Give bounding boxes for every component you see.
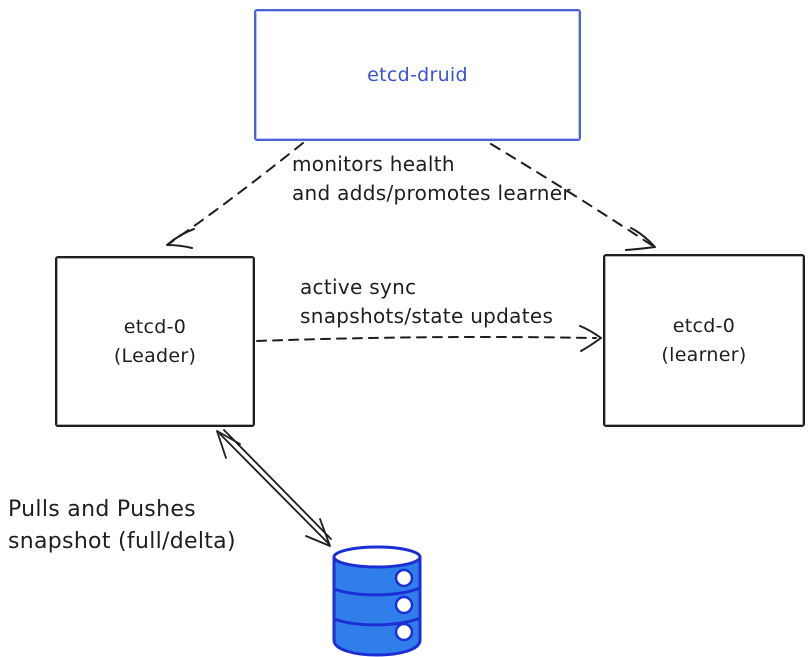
pull-push-snapshot-label: Pulls and Pushes snapshot (full/delta)	[8, 497, 236, 554]
druid-label: etcd-druid	[367, 63, 468, 86]
learner-label: etcd-0 (learner)	[661, 315, 747, 366]
node-etcd-leader: etcd-0 (Leader)	[55, 256, 255, 427]
database-separator	[332, 586, 422, 597]
sync-arrow	[256, 325, 602, 352]
arrow-shaft	[219, 433, 329, 544]
arrow-head	[579, 325, 602, 352]
database-hole	[394, 568, 414, 588]
arrow-shaft	[223, 429, 332, 540]
leader-label: etcd-0 (Leader)	[113, 316, 197, 367]
node-etcd-druid: etcd-druid	[254, 9, 581, 141]
monitor-arrow-to-learner	[490, 143, 656, 251]
snapshot-sync-arrow	[216, 429, 332, 547]
node-etcd-learner: etcd-0 (learner)	[603, 254, 805, 427]
arrow-shaft	[169, 142, 304, 244]
arrow-head	[625, 227, 656, 251]
active-sync-label: active sync snapshots/state updates	[300, 275, 554, 328]
arrow-head	[166, 228, 195, 249]
database-icon	[332, 545, 422, 657]
arrow-shaft	[490, 143, 654, 247]
monitor-health-label: monitors health and adds/promotes learne…	[292, 152, 571, 205]
arrow-shaft	[256, 336, 597, 342]
database-hole	[394, 622, 414, 642]
database-separator	[332, 616, 422, 627]
database-top	[332, 545, 422, 569]
arrow-head	[305, 518, 331, 547]
monitor-arrow-to-leader	[166, 142, 304, 249]
arrow-head	[216, 430, 241, 459]
database-hole	[394, 595, 414, 615]
